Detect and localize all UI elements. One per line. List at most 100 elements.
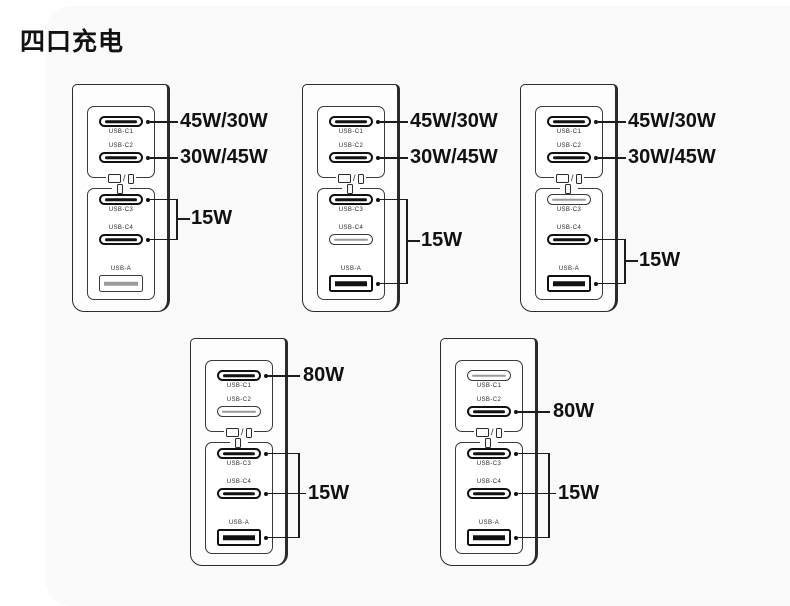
- usb-c-connector[interactable]: [329, 194, 373, 205]
- device-icons-phone: [565, 183, 571, 194]
- usb-c-connector[interactable]: [329, 234, 373, 245]
- callout-line-c2: [150, 157, 178, 159]
- usb-c-connector[interactable]: [99, 152, 143, 163]
- callout-dot-a: [376, 281, 380, 286]
- wattage-label-15w: 15W: [191, 207, 233, 229]
- device-icons-phone: [347, 183, 353, 194]
- bracket-arm-top: [598, 238, 626, 241]
- port-label-c2: USB-C2: [226, 397, 252, 403]
- usb-a-connector[interactable]: [217, 529, 261, 546]
- device-icons-phone: [235, 437, 241, 448]
- wattage-label-80w: 80W: [303, 364, 345, 386]
- usb-c-connector[interactable]: [217, 406, 261, 417]
- port-label-c3: USB-C3: [108, 207, 134, 213]
- usb-a-connector[interactable]: [467, 529, 511, 546]
- device-icons-laptop-phone: /: [556, 173, 582, 184]
- wattage-label-c1: 45W/30W: [410, 110, 498, 132]
- group-notch-top: [480, 438, 498, 447]
- phone-icon: [565, 183, 571, 194]
- port-label-a: USB-A: [478, 520, 500, 526]
- phone-icon: [575, 173, 582, 184]
- usb-c-connector[interactable]: [547, 152, 591, 163]
- usb-c-connector[interactable]: [99, 194, 143, 205]
- port-label-a: USB-A: [558, 266, 580, 272]
- port-label-c4: USB-C4: [556, 225, 582, 231]
- callout-dot-a: [594, 281, 598, 286]
- usb-c-connector[interactable]: [467, 370, 511, 381]
- device-icons-laptop-phone: /: [108, 173, 134, 184]
- device-icons-laptop-phone: /: [338, 173, 364, 184]
- usb-c-connector[interactable]: [467, 488, 511, 499]
- phone-icon: [235, 437, 241, 448]
- callout-dot-c1: [376, 119, 380, 124]
- bracket-arm-top: [268, 452, 300, 455]
- usb-a-connector[interactable]: [99, 275, 143, 292]
- usb-c-connector[interactable]: [547, 234, 591, 245]
- port-label-c3: USB-C3: [338, 207, 364, 213]
- callout-line-c2: [518, 411, 550, 413]
- device-icons-laptop-phone: /: [476, 427, 502, 438]
- bracket-stem: [406, 240, 420, 242]
- bracket-arm-mid: [518, 492, 556, 495]
- port-label-c1: USB-C1: [226, 383, 252, 389]
- page-title: 四口充电: [20, 27, 125, 56]
- slash-separator: /: [353, 173, 356, 183]
- port-label-c4: USB-C4: [226, 479, 252, 485]
- callout-dot-c4: [514, 491, 518, 496]
- bracket-stem: [176, 218, 190, 220]
- phone-icon: [117, 183, 123, 194]
- callout-line-c2: [598, 157, 626, 159]
- laptop-icon: [226, 428, 239, 437]
- wattage-label-15w: 15W: [639, 249, 681, 271]
- phone-icon: [485, 437, 491, 448]
- wattage-label-c2: 30W/45W: [410, 146, 498, 168]
- usb-c-connector[interactable]: [467, 448, 511, 459]
- callout-dot-c2: [514, 409, 518, 414]
- port-label-c3: USB-C3: [556, 207, 582, 213]
- usb-c-connector[interactable]: [99, 234, 143, 245]
- callout-line-c1: [380, 121, 408, 123]
- bracket-arm-bottom: [380, 282, 408, 285]
- bracket-arm-top: [150, 198, 178, 201]
- port-label-c1: USB-C1: [108, 129, 134, 135]
- port-label-a: USB-A: [110, 266, 132, 272]
- device-icons-phone: [117, 183, 123, 194]
- usb-c-connector[interactable]: [99, 116, 143, 127]
- usb-c-connector[interactable]: [217, 448, 261, 459]
- usb-c-connector[interactable]: [329, 116, 373, 127]
- callout-dot-c1: [264, 373, 268, 378]
- callout-line-c1: [598, 121, 626, 123]
- phone-icon: [347, 183, 353, 194]
- bracket-arm-top: [380, 198, 408, 201]
- usb-c-connector[interactable]: [467, 406, 511, 417]
- callout-dot-c1: [146, 119, 150, 124]
- usb-a-connector[interactable]: [547, 275, 591, 292]
- slash-separator: /: [571, 173, 574, 183]
- usb-c-connector[interactable]: [547, 116, 591, 127]
- bracket-arm-bottom: [268, 536, 300, 539]
- callout-dot-c2: [594, 155, 598, 160]
- usb-a-connector[interactable]: [329, 275, 373, 292]
- port-label-c1: USB-C1: [556, 129, 582, 135]
- slash-separator: /: [241, 427, 244, 437]
- group-notch-bottom: [224, 428, 254, 437]
- bracket-spine: [298, 452, 300, 538]
- bracket-arm-bottom: [518, 536, 550, 539]
- bracket-arm-bottom: [150, 238, 178, 241]
- callout-dot-c3: [146, 197, 150, 202]
- usb-c-connector[interactable]: [547, 194, 591, 205]
- wattage-label-15w: 15W: [308, 482, 350, 504]
- port-label-c2: USB-C2: [476, 397, 502, 403]
- bracket-arm-mid: [268, 492, 306, 495]
- port-label-c3: USB-C3: [226, 461, 252, 467]
- callout-dot-a: [514, 535, 518, 540]
- group-notch-top: [560, 184, 578, 193]
- group-notch-bottom: [336, 174, 366, 183]
- usb-c-connector[interactable]: [217, 488, 261, 499]
- usb-c-connector[interactable]: [329, 152, 373, 163]
- phone-icon: [357, 173, 364, 184]
- usb-c-connector[interactable]: [217, 370, 261, 381]
- slash-separator: /: [123, 173, 126, 183]
- device-icons-phone: [485, 437, 491, 448]
- callout-dot-c1: [594, 119, 598, 124]
